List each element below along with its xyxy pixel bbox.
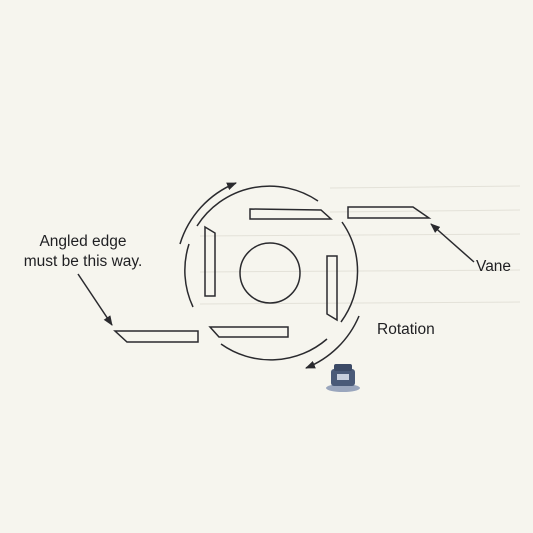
vane-slot-top — [249, 208, 333, 220]
angled-edge-label-line1: Angled edge — [39, 233, 127, 250]
vane-pointer-arrow — [430, 223, 475, 263]
rotor-housing-arc-right — [340, 221, 359, 323]
vane-slot-right — [326, 255, 338, 322]
rotor-housing-arc-bottom — [220, 338, 328, 361]
rotation-label: Rotation — [377, 321, 435, 338]
rotor-housing-arc-top — [196, 185, 319, 227]
angled-edge-pointer-arrow — [77, 273, 113, 326]
angled-edge-label: Angled edge must be this way. — [8, 232, 158, 272]
rotor-hub — [239, 242, 301, 304]
vane-detached-left — [113, 330, 199, 343]
vane-slot-left — [204, 225, 216, 297]
angled-edge-label-line2: must be this way. — [23, 253, 143, 270]
rotation-arrow-right — [305, 315, 360, 369]
vane-slot-bottom — [208, 326, 289, 338]
page-stamp-icon — [326, 364, 360, 392]
rotation-arrow-left — [179, 182, 237, 245]
show-through-lines — [199, 185, 521, 305]
rotor-housing-arc-left — [184, 243, 194, 308]
vane-label: Vane — [476, 258, 512, 275]
vane-detached-right — [347, 206, 432, 219]
